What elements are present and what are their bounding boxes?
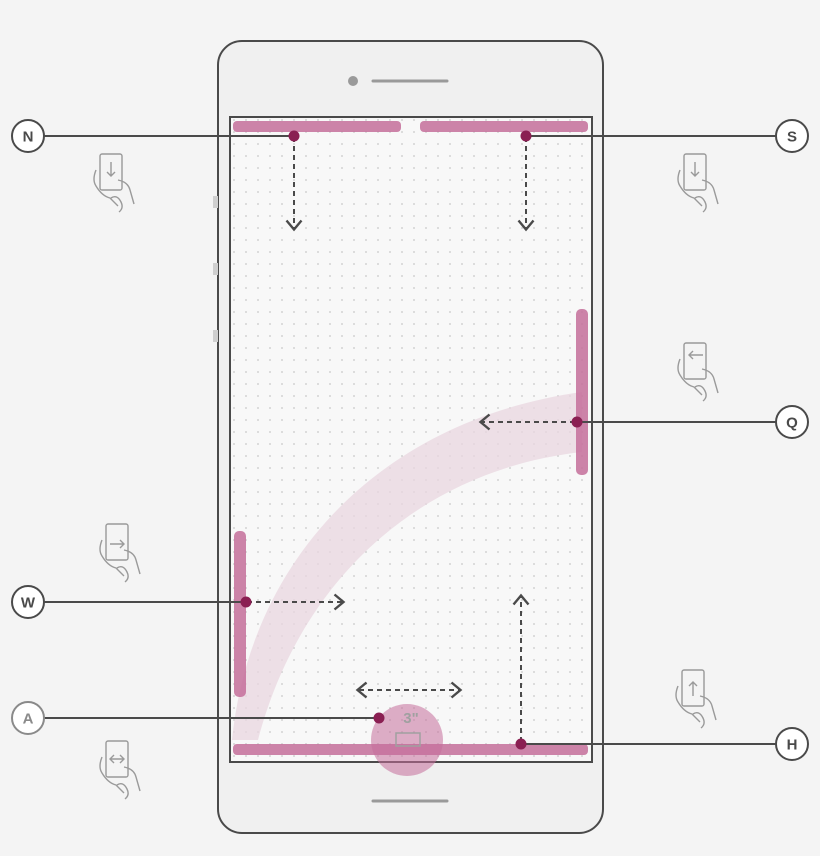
hand-swipe-left-icon: [677, 342, 719, 402]
anchor-dot-w: [240, 596, 252, 608]
reach-arc: [232, 392, 582, 740]
callout-s-label: S: [787, 129, 797, 146]
anchor-dot-q: [571, 416, 583, 428]
anchor-dot-a: [373, 712, 385, 724]
screen-rectangle-icon: [395, 732, 421, 747]
anchor-dot-h: [515, 738, 527, 750]
front-camera-icon: [348, 76, 358, 86]
callout-a: A: [11, 701, 45, 735]
callout-h-label: H: [787, 737, 798, 754]
callout-a-label: A: [23, 711, 34, 728]
zone-bar-left: [234, 531, 246, 697]
zone-bar-right: [576, 309, 588, 475]
callout-q: Q: [775, 405, 809, 439]
side-button-3: [213, 330, 218, 342]
callout-w-label: W: [21, 595, 36, 612]
callout-w: W: [11, 585, 45, 619]
callout-q-label: Q: [786, 415, 798, 432]
anchor-dot-n: [288, 130, 300, 142]
side-button-1: [213, 196, 218, 208]
hand-swipe-right-icon: [99, 523, 141, 583]
zone-bar-top-right: [420, 121, 588, 132]
touch-hint-label: 3": [403, 710, 418, 727]
hand-swipe-down-icon: [677, 153, 719, 213]
callout-n-label: N: [23, 129, 34, 146]
hand-swipe-down-icon: [93, 153, 135, 213]
side-button-2: [213, 263, 218, 275]
anchor-dot-s: [520, 130, 532, 142]
hand-swipe-horizontal-icon: [99, 740, 141, 800]
callout-h: H: [775, 727, 809, 761]
touch-target-circle: [371, 704, 443, 776]
hand-swipe-up-icon: [675, 669, 717, 729]
callout-n: N: [11, 119, 45, 153]
zone-bar-top-left: [233, 121, 401, 132]
callout-s: S: [775, 119, 809, 153]
